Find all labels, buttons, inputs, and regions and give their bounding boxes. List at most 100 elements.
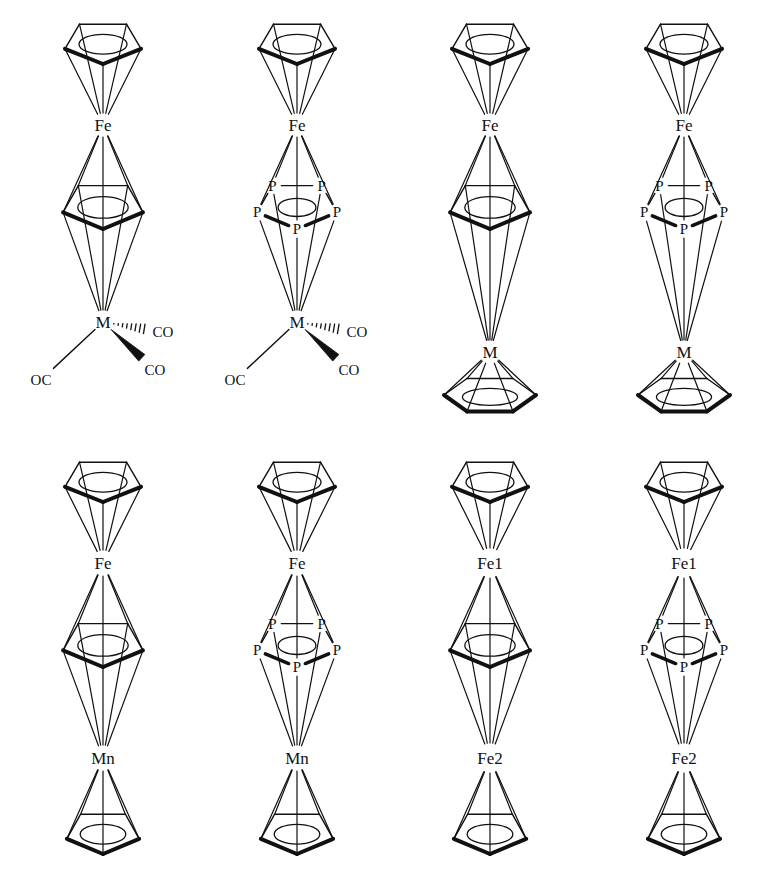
bond-line — [465, 186, 488, 341]
bond-line — [496, 577, 515, 624]
bond-line — [302, 770, 320, 814]
atom-label: M — [289, 314, 304, 331]
hashed-bond — [131, 323, 132, 330]
bond-line — [683, 502, 684, 548]
bond-line — [684, 839, 720, 854]
bond-line — [648, 136, 679, 204]
bond-line — [663, 136, 680, 177]
bond-line — [127, 462, 142, 487]
bond-line — [273, 462, 320, 463]
bond-line — [489, 229, 490, 340]
bond-line — [321, 462, 336, 487]
wedge-bond — [305, 329, 339, 361]
hashed-bond — [325, 323, 326, 330]
hashed-bond — [337, 324, 339, 334]
atom-label: P — [253, 643, 261, 658]
atom-label: CO — [145, 363, 166, 378]
bond-line — [297, 49, 335, 64]
bond-line — [661, 632, 681, 743]
bond-line — [102, 576, 103, 667]
bond-line — [102, 667, 103, 745]
bond-line — [490, 650, 530, 667]
bond-line — [683, 64, 684, 113]
bond-line — [273, 24, 320, 25]
bond-line — [105, 624, 127, 746]
bond-line — [646, 487, 677, 550]
hashed-bond — [113, 323, 115, 325]
atom-label: Fe1 — [477, 555, 503, 572]
bond-line — [109, 487, 141, 552]
atom-label: M — [95, 314, 110, 331]
bond-line — [466, 24, 513, 25]
bond-line — [467, 361, 482, 378]
bond-line — [103, 487, 141, 502]
bond-line — [489, 137, 490, 229]
bond-line — [302, 49, 335, 114]
bond-line — [65, 49, 98, 114]
bond-line — [259, 462, 274, 487]
hashed-bond — [311, 323, 313, 326]
bond-line — [65, 49, 103, 64]
bond-line — [494, 363, 513, 411]
bond-line — [707, 395, 730, 411]
bond-line — [489, 667, 490, 743]
bond-line — [78, 136, 98, 185]
bond-line — [103, 650, 143, 667]
bond-line — [465, 624, 487, 744]
atom-label: P — [640, 205, 648, 220]
hashed-bond — [307, 323, 309, 325]
bond-line — [67, 770, 98, 839]
bond-line — [261, 770, 292, 839]
bond-line — [78, 575, 98, 624]
bond-line — [495, 49, 528, 114]
bond-line — [296, 64, 297, 113]
atom-label: Fe — [482, 117, 499, 134]
hashed-bond — [143, 324, 145, 334]
bond-line — [684, 49, 722, 64]
bond-line — [302, 136, 333, 204]
bond-line — [305, 654, 328, 664]
bond-line — [63, 575, 98, 651]
bond-line — [108, 136, 128, 185]
atom-label: P — [293, 222, 301, 237]
bond-line — [299, 194, 320, 310]
bond-line — [495, 136, 515, 185]
bond-line — [683, 578, 684, 658]
bond-line — [53, 330, 95, 369]
bond-line — [296, 771, 297, 854]
bond-line — [261, 575, 292, 642]
bond-line — [496, 577, 530, 651]
bond-line — [296, 137, 297, 220]
bond-line — [690, 772, 720, 839]
bond-line — [302, 575, 333, 642]
bond-line — [689, 49, 722, 114]
hashed-bond — [316, 323, 318, 327]
hashed-bond — [333, 324, 335, 333]
bond-line — [297, 487, 335, 502]
bond-line — [65, 487, 97, 552]
bond-line — [454, 839, 490, 854]
atom-label: Fe — [676, 117, 693, 134]
bond-line — [259, 24, 274, 49]
atom-label: Fe — [289, 555, 306, 572]
bond-line — [259, 49, 292, 114]
bond-line — [498, 361, 513, 378]
bond-line — [660, 24, 707, 25]
bond-line — [493, 212, 530, 340]
bond-line — [296, 502, 297, 550]
bond-line — [646, 49, 684, 64]
atom-label: OC — [225, 373, 246, 388]
bond-line — [661, 194, 683, 340]
bond-line — [303, 487, 335, 552]
bond-line — [102, 229, 103, 310]
bond-line — [259, 49, 297, 64]
bond-line — [299, 632, 320, 745]
bond-line — [660, 462, 707, 463]
atom-label: Mn — [91, 750, 115, 767]
bond-line — [468, 772, 485, 814]
bond-line — [265, 654, 288, 664]
bond-line — [63, 650, 103, 667]
bond-line — [662, 772, 679, 814]
bond-line — [102, 771, 103, 854]
